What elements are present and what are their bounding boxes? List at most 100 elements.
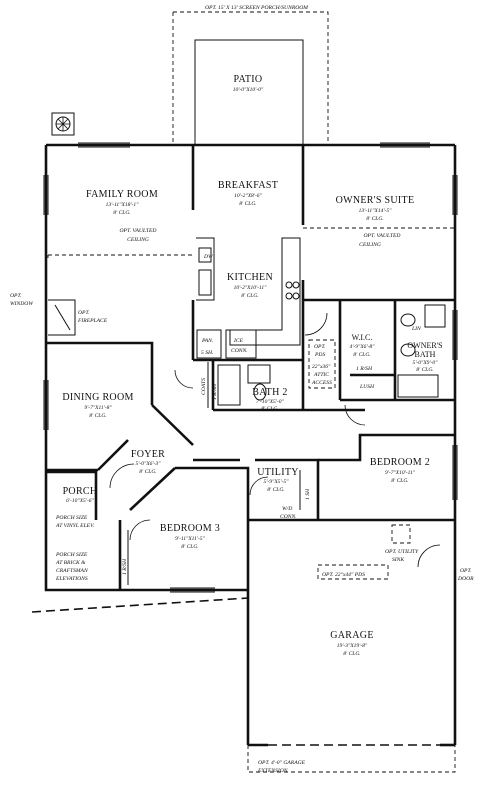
bedroom3-clg: 8' CLG. xyxy=(181,544,198,550)
wic-name: W.I.C. xyxy=(352,333,373,342)
wd-conn-label: CONN. xyxy=(280,514,297,520)
kitchen-name: KITCHEN xyxy=(227,272,273,283)
garage-name: GARAGE xyxy=(330,630,373,641)
dining-room-clg: 8' CLG. xyxy=(89,413,106,419)
exterior-walls xyxy=(44,143,457,747)
foyer-dim: 5'-0"X6'-3" xyxy=(136,461,162,467)
vaulted-left-1: OPT. VAULTED xyxy=(120,228,157,234)
opt-utility-sink-1: OPT. UTILITY xyxy=(385,549,419,555)
opt-fireplace-1: OPT. xyxy=(78,310,90,316)
five-sh-label: 5 SH. xyxy=(201,350,213,356)
garage-ext-2: EXTENSION xyxy=(257,768,288,774)
dining-room-dim: 9'-7"X11'-8" xyxy=(84,405,112,411)
opt-door-2: DOOR xyxy=(457,576,474,582)
wd-label: W/D xyxy=(282,506,292,512)
porch-brick-2: AT BRICK & xyxy=(55,560,86,566)
sunroom-opt-label: OPT. 15' X 13' SCREEN PORCH/SUNROOM xyxy=(205,5,308,11)
bedroom3-name: BEDROOM 3 xyxy=(160,523,220,534)
opt-window-1: OPT. xyxy=(10,293,22,299)
compass-icon xyxy=(51,112,75,136)
door-swings xyxy=(109,312,441,568)
pan-label: PAN. xyxy=(201,338,213,344)
wic-dim: 4'-9"X6'-8" xyxy=(350,343,376,350)
porch-dim: 6'-10"X5'-6" xyxy=(66,498,94,504)
patio-name: PATIO xyxy=(234,74,263,85)
garage-extension-outline xyxy=(247,745,456,773)
opt-pds-garage: OPT. 22"x44" PDS xyxy=(322,572,365,578)
porch-brick-3: CRAFTSMAN xyxy=(56,568,88,574)
bedroom3-dim: 9'-11"X11'-5" xyxy=(175,536,205,542)
porch-vinyl-2: AT VINYL ELEV. xyxy=(55,523,94,529)
bedroom2-dim: 9'-7"X10'-11" xyxy=(385,470,416,476)
wic-clg: 8' CLG. xyxy=(353,352,370,358)
vaulted-right-2: CEILING xyxy=(359,242,381,248)
coats-rsh-label: 1 R/SH xyxy=(212,383,218,400)
owners-suite-clg: 8' CLG. xyxy=(366,216,383,222)
windows xyxy=(43,142,458,593)
porch-brick-4: ELEVATIONS xyxy=(55,576,88,582)
breakfast-clg: 8' CLG. xyxy=(239,201,256,207)
utility-sink xyxy=(391,524,411,544)
opt-door-1: OPT. xyxy=(460,568,472,574)
opt-sunroom-outline xyxy=(172,11,329,145)
garage-dim: 19'-3"X19'-8" xyxy=(337,643,368,649)
interior-walls xyxy=(46,145,455,520)
bedroom3-rsh: 1 R/SH xyxy=(122,558,128,575)
porch-vinyl-1: PORCH SIZE xyxy=(55,515,88,521)
utility-clg: 8' CLG. xyxy=(267,487,284,493)
bedroom2-clg: 8' CLG. xyxy=(391,478,408,484)
porch-brick-1: PORCH SIZE xyxy=(55,552,88,558)
vaulted-left-2: CEILING xyxy=(127,237,149,243)
utility-dim: 5'-9"X5'-5" xyxy=(264,479,290,485)
opt-utility-sink-2: SINK xyxy=(392,557,404,563)
bath2-clg: 8' CLG. xyxy=(261,406,278,412)
vaulted-right-1: OPT. VAULTED xyxy=(364,233,401,239)
bath2-fixtures xyxy=(217,364,271,406)
pantry-box xyxy=(196,329,222,359)
foyer-clg: 8' CLG. xyxy=(139,469,156,475)
owners-bath-name-1: OWNER'S xyxy=(407,341,442,350)
kitchen-dim: 10'-2"X10'-11" xyxy=(234,285,268,291)
family-room-clg: 8' CLG. xyxy=(113,210,130,216)
kitchen-clg: 8' CLG. xyxy=(241,293,258,299)
porch-name: PORCH xyxy=(63,486,98,497)
vaulted-ceiling-lines xyxy=(47,227,455,258)
coats-label: COATS xyxy=(201,378,207,395)
lush-label: LUSH xyxy=(359,384,375,390)
bath2-name: BATH 2 xyxy=(252,387,287,398)
family-room-dim: 13'-11"X18'-1" xyxy=(106,202,140,208)
bedroom2-name: BEDROOM 2 xyxy=(370,457,430,468)
porch-dashed-line xyxy=(31,597,249,613)
attic-access-box xyxy=(308,339,336,389)
family-room-name: FAMILY ROOM xyxy=(86,189,158,200)
opt-fireplace-2: FIREPLACE xyxy=(77,318,108,324)
ice-conn-box xyxy=(225,329,257,359)
breakfast-name: BREAKFAST xyxy=(218,180,278,191)
wic-rsh: 1 R/SH xyxy=(356,366,373,372)
owners-suite-dim: 13'-11"X14'-5" xyxy=(359,207,393,214)
kitchen-counters xyxy=(196,237,301,346)
ice-label: ICE xyxy=(233,338,244,344)
attic-3: ACCESS xyxy=(311,380,332,386)
utility-name: UTILITY xyxy=(257,467,299,478)
lin-label: LIN xyxy=(411,326,421,332)
bath2-dim: 7'-10"X5'-0" xyxy=(256,399,284,405)
owners-bath-clg: 8' CLG. xyxy=(416,367,433,373)
owners-bath-fixtures xyxy=(397,304,446,398)
owners-suite-name: OWNER'S SUITE xyxy=(336,195,415,206)
foyer-name: FOYER xyxy=(131,449,165,460)
dw-label: DW xyxy=(203,254,214,260)
opt-pds-2: PDS xyxy=(314,352,325,358)
owners-bath-name-2: BATH xyxy=(415,350,436,359)
garage-pds xyxy=(317,564,389,580)
owners-bath-dim: 5'-0"X9'-0" xyxy=(413,360,439,366)
breakfast-dim: 10'-2"X8'-6" xyxy=(234,193,262,199)
dining-room-name: DINING ROOM xyxy=(62,392,133,403)
attic-1: 22"x36" xyxy=(312,364,331,370)
garage-clg: 8' CLG. xyxy=(343,651,360,657)
patio-dim: 10'-0"X10'-0" xyxy=(233,87,264,93)
attic-2: ATTIC xyxy=(313,372,329,378)
garage-ext-1: OPT. 4'-0" GARAGE xyxy=(258,760,306,766)
opt-pds-1: OPT. xyxy=(314,344,326,350)
